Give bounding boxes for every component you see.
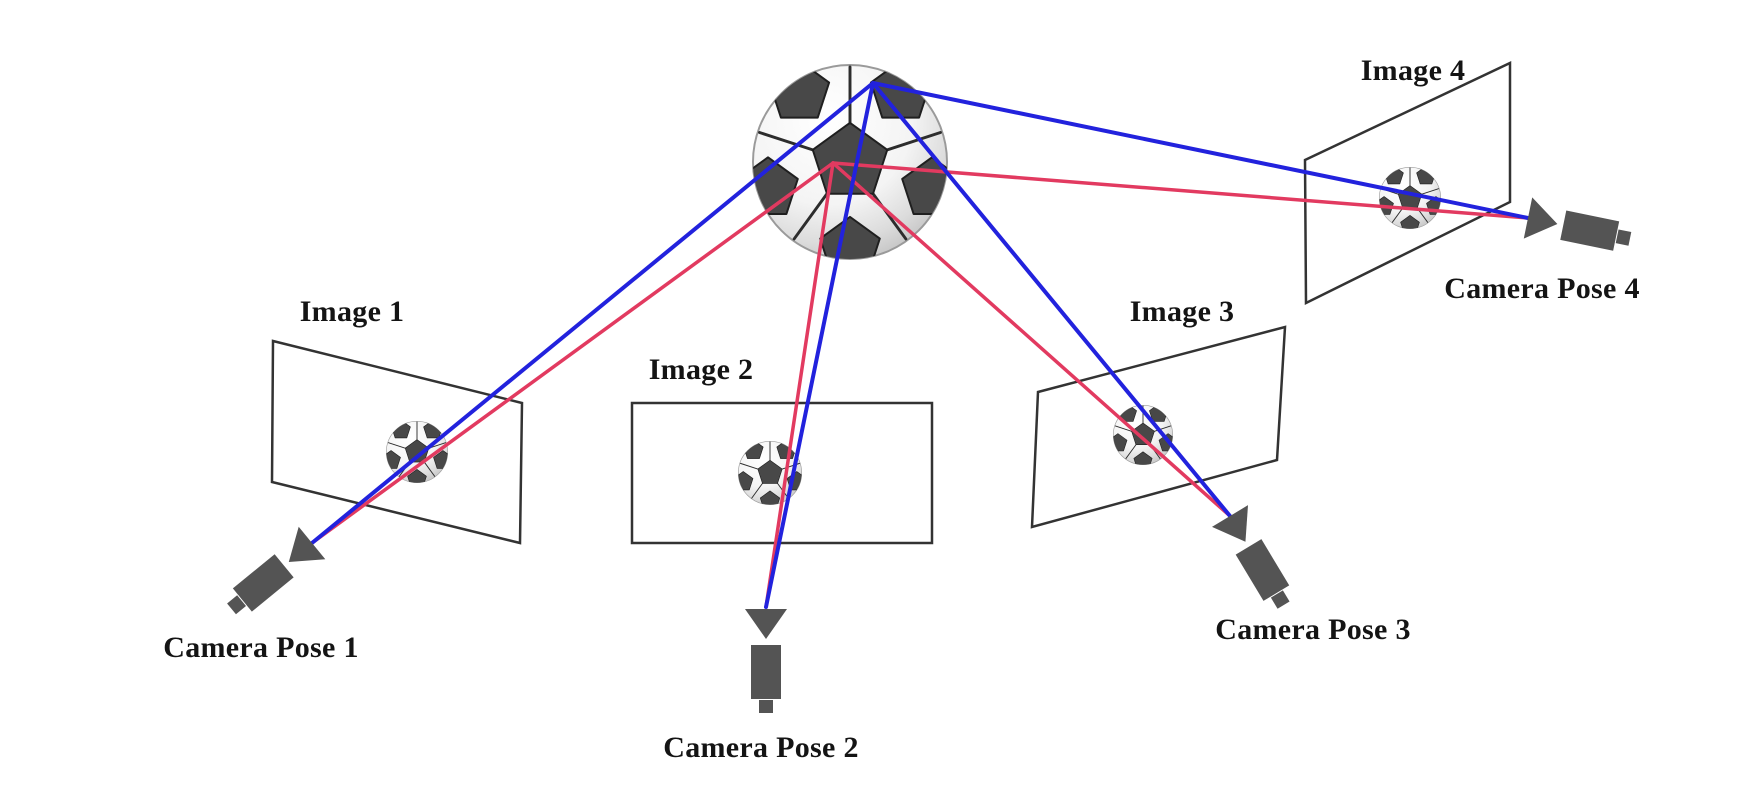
blue-ray-camera-3 (871, 81, 1232, 518)
camera-pose-1-label: Camera Pose 1 (163, 631, 359, 664)
red-ray-camera-2 (764, 161, 835, 609)
image-1-label: Image 1 (299, 295, 405, 328)
camera-icon-2 (745, 609, 787, 713)
camera-pose-4-label: Camera Pose 4 (1444, 272, 1640, 305)
blue-ray-camera-2 (764, 81, 875, 609)
camera-pose-2-label: Camera Pose 2 (663, 731, 859, 764)
camera-pose-3-label: Camera Pose 3 (1215, 613, 1411, 646)
image-4-label: Image 4 (1360, 54, 1466, 87)
image-3-label: Image 3 (1129, 295, 1235, 328)
camera-icon-3 (1211, 505, 1302, 616)
camera-icon-4 (1523, 197, 1635, 260)
red-ray-camera-3 (831, 161, 1232, 518)
red-ray-camera-1 (310, 161, 835, 545)
blue-ray-camera-1 (310, 81, 875, 545)
blue-ray-camera-4 (871, 81, 1530, 220)
camera-icon-1 (218, 526, 326, 626)
image-2-label: Image 2 (648, 353, 754, 386)
